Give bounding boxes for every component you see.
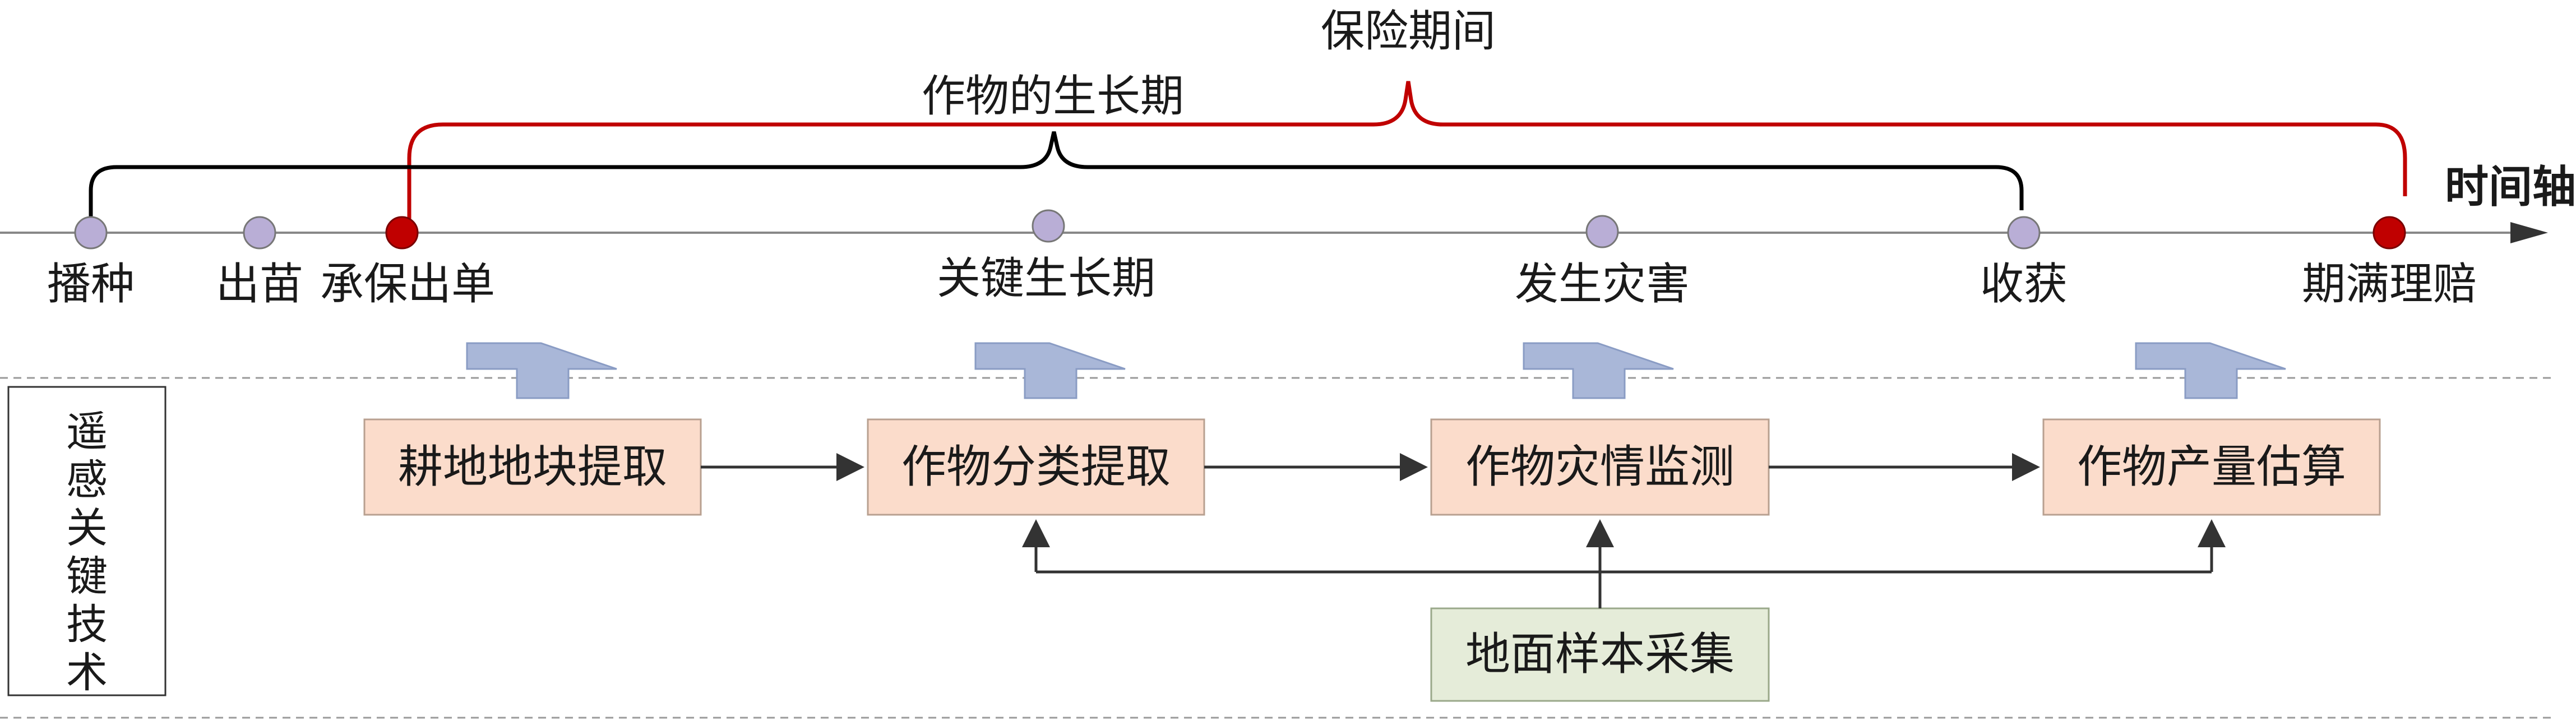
tech-box-yield-estimation: 作物产量估算 [2042, 418, 2381, 516]
ground-sample-box: 地面样本采集 [1430, 607, 1770, 702]
tech-box-crop-classification: 作物分类提取 [867, 418, 1205, 516]
insurance-period-label: 保险期间 [1321, 6, 1496, 57]
timeline-marker [243, 216, 276, 250]
timeline-label: 播种 [47, 259, 135, 310]
side-label-char: 遥 [66, 408, 108, 456]
timeline-point-emergence: 出苗 [216, 216, 303, 310]
tech-box-farmland-extraction: 耕地地块提取 [363, 418, 702, 516]
tech-box-disaster-monitoring: 作物灾情监测 [1430, 418, 1770, 516]
growth-period-label: 作物的生长期 [922, 71, 1184, 122]
timeline-label: 期满理赔 [2302, 259, 2477, 310]
ground-sample-label: 地面样本采集 [1465, 628, 1735, 680]
timeline-marker [385, 216, 419, 250]
timeline-label: 关键生长期 [937, 253, 1155, 304]
timeline-point-sowing: 播种 [47, 216, 135, 310]
timeline-point-harvest: 收获 [1980, 216, 2068, 310]
timeline-point-claim: 期满理赔 [2302, 216, 2477, 310]
tech-box-label: 耕地地块提取 [398, 441, 667, 493]
timeline-marker [1585, 215, 1619, 248]
timeline-label: 承保出单 [320, 259, 495, 310]
side-label-box [7, 386, 167, 696]
tech-box-label: 作物灾情监测 [1465, 441, 1735, 493]
time-axis-label: 时间轴 [2445, 162, 2576, 213]
up-arrow-icon [974, 342, 1126, 399]
timeline-label: 发生灾害 [1515, 259, 1690, 310]
up-arrow-icon [1523, 342, 1674, 399]
growth-period-brace [89, 131, 2024, 219]
side-label-char: 关 [66, 504, 108, 552]
insurance-period-brace [407, 81, 2407, 219]
timeline-point-policy-issued: 承保出单 [320, 216, 495, 310]
timeline-marker [2372, 216, 2406, 250]
tech-box-label: 作物分类提取 [901, 441, 1171, 493]
up-arrow-icon [466, 342, 617, 399]
up-arrow-icon [2135, 342, 2286, 399]
timeline-point-disaster: 发生灾害 [1515, 215, 1690, 310]
timeline-marker [2007, 216, 2041, 250]
time-axis-arrowhead [2510, 222, 2548, 243]
timeline-marker [1032, 209, 1065, 243]
timeline-point-key-growth: 关键生长期 [937, 209, 1155, 304]
timeline-label: 收获 [1980, 259, 2068, 310]
side-label: 遥感关键技术 [66, 408, 108, 697]
side-label-char: 术 [66, 649, 108, 697]
side-label-char: 感 [66, 456, 108, 504]
side-label-char: 键 [66, 552, 108, 601]
timeline-marker [74, 216, 108, 250]
tech-box-label: 作物产量估算 [2077, 441, 2346, 493]
side-label-char: 技 [66, 601, 108, 649]
timeline-label: 出苗 [216, 259, 303, 310]
